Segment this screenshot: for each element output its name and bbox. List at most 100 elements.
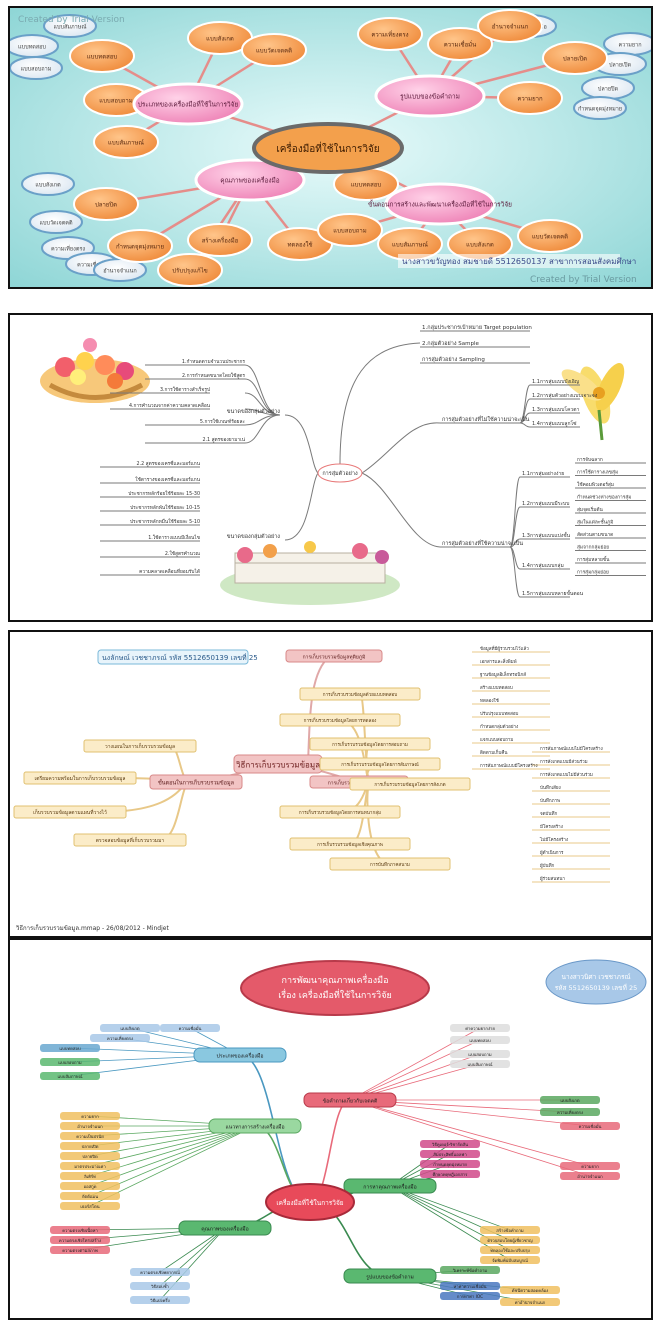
leaf-node: แบบสอบถาม xyxy=(317,213,383,247)
leaf-node: ออสกูด xyxy=(60,1182,120,1190)
hub-label: ขั้นตอนการสร้างและพัฒนาเครื่องมือที่ใช้ใ… xyxy=(368,200,512,209)
hub-node: แนวทางการสร้างเครื่องมือ xyxy=(208,1118,302,1134)
branch-label: การสุ่มตัวอย่างที่ไม่ใช้ความน่าจะเป็น xyxy=(442,415,530,423)
detail-item: ไม่มีโครงสร้าง xyxy=(539,836,568,843)
leaf-node: ความยาก xyxy=(497,81,563,115)
hub-node: คุณภาพของเครื่องมือ xyxy=(194,158,306,202)
author-label: นงลักษณ์ เวชชาภรณ์ รหัส 5512650139 เลขที… xyxy=(102,653,258,662)
method-label: การเก็บรวบรวมข้อมูลโดยการสัมภาษณ์ xyxy=(341,760,419,768)
watermark-top: Created by Trial Version xyxy=(18,15,125,25)
hub-label: ข้อคำถามเกี่ยวกับเจตคติ xyxy=(323,1098,378,1105)
leaf-label: สร้างข้อคำถาม xyxy=(496,1228,524,1233)
leaf-node: ความตรงเชิงโครงสร้าง xyxy=(50,1236,110,1244)
leaf-node: อำนาจจำแนก xyxy=(560,1172,620,1180)
leaf-label: ความเชื่อมั่น xyxy=(444,41,477,49)
leaf-label: ออสกูด xyxy=(84,1184,97,1190)
leaf-label: แบบทดสอบ xyxy=(59,1046,81,1051)
leaf-label: แบบทดสอบ xyxy=(87,54,118,61)
detail-item: การสัมภาษณ์แบบมีโครงสร้าง xyxy=(480,762,538,769)
leaf-label: แบบสอบถาม xyxy=(99,98,133,105)
step-label: วางแผนในการเก็บรวบรวมข้อมูล xyxy=(105,742,175,750)
method-label: การเก็บรวบรวมข้อมูลโดยการสังเกต xyxy=(374,780,445,788)
size-item: ประชากรหลักร้อยใช้ร้อยละ 15-30 xyxy=(128,490,200,497)
size-item: 4.การคำนวณจากค่าความคลาดเคลื่อน xyxy=(129,402,211,409)
author-line-1: นางสาวนิศา เวชชาภรณ์ xyxy=(562,973,631,981)
sampling-method: 1.4การสุ่มแบบลูกโซ่ xyxy=(532,420,577,427)
probability-method: 1.3การสุ่มแบบแบ่งชั้น xyxy=(522,530,571,539)
leaf-label: อำนาจจำแนก xyxy=(77,1124,103,1129)
garden-fence-illustration xyxy=(220,541,400,605)
satellite-label: แบบวัดเจตคติ xyxy=(39,220,73,227)
step-item: เก็บรวบรวมข้อมูลตามแผนที่วางไว้ xyxy=(13,805,127,819)
detail-item: การสัมภาษณ์แบบไม่มีโครงสร้าง xyxy=(540,745,603,752)
leaf-node: วิธีคูเดอร์-ริชาร์ดสัน xyxy=(420,1140,480,1148)
sampling-sub-item: การจับฉลาก xyxy=(577,457,603,463)
leaf-node: เธอร์สโตน xyxy=(60,1202,120,1210)
leaf-label: แบบสังเกต xyxy=(206,36,234,43)
leaf-label: แบบสัมภาษณ์ xyxy=(57,1074,82,1079)
leaf-label: ความยาก xyxy=(581,1164,599,1169)
leaf-label: แบบทดสอบ xyxy=(469,1038,491,1043)
step-label: ตรวจสอบข้อมูลที่เก็บรวบรวมมา xyxy=(96,836,165,844)
branch-label: การสุ่มตัวอย่างที่ใช้ความน่าจะเป็น xyxy=(442,539,523,547)
hub-label: การเก็บรวบรวมข้อมูลทุติยภูมิ xyxy=(303,653,366,661)
leaf-node: แบบทดสอบ xyxy=(69,39,135,73)
satellite-node: แบบสัมภาษณ์ xyxy=(43,14,97,38)
leaf-node: กัตต์แมน xyxy=(60,1192,120,1200)
center-node: การสุ่มตัวอย่าง xyxy=(317,463,363,483)
leaf-label: ความเที่ยงตรง xyxy=(371,31,408,39)
detail-item: ผู้บันทึก xyxy=(540,863,555,869)
leaf-node: ค่าอำนาจจำแนก xyxy=(500,1298,560,1306)
leaf-node: ปลายปิด xyxy=(60,1152,120,1160)
leaf-label: อำนาจจำแนก xyxy=(492,24,529,31)
left-hub: ขั้นตอนในการเก็บรวบรวมข้อมูล xyxy=(149,774,243,790)
leaf-label: จัดพิมพ์ฉบับสมบูรณ์ xyxy=(492,1258,528,1264)
leaf-label: แบบวัดเจตคติ xyxy=(256,48,292,55)
leaf-label: วิธีสอบซ้ำ xyxy=(150,1283,168,1289)
leaf-label: แบบสอบถาม xyxy=(333,228,367,235)
leaf-label: ทดลองใช้ xyxy=(287,241,312,249)
author-line: นางสาวขวัญทอง สมชายดี 5512650137 สาขาการ… xyxy=(402,257,636,266)
satellite-label: แบบทดสอบ xyxy=(18,44,46,51)
center-node: เครื่องมือที่ใช้ในการวิจัย xyxy=(252,122,404,174)
method-item: การบันทึกภาคสนาม xyxy=(329,857,451,871)
mindmap-sampling: การสุ่มตัวอย่าง1.กลุ่มประชากรเป้าหมาย Ta… xyxy=(10,315,651,620)
leaf-label: ความตรงเชิงเนื้อหา xyxy=(62,1227,98,1233)
leaf-label: แบบสอบถาม xyxy=(468,1052,492,1057)
leaf-label: สร้างเครื่องมือ xyxy=(202,237,239,245)
leaf-node: ความเชื่อมั่น xyxy=(427,27,493,61)
detail-item: การสังเกตแบบไม่มีส่วนร่วม xyxy=(540,772,593,778)
sampling-sub-item: การใช้ตารางเลขสุ่ม xyxy=(577,469,618,476)
detail-item: เอกสารและสิ่งพิมพ์ xyxy=(480,658,517,665)
method-label: การเก็บรวบรวมข้อมูลโดยการสนทนากลุ่ม xyxy=(299,808,381,816)
leaf-node: กำหนดจุดมุ่งหมาย xyxy=(107,229,173,263)
panel-data-collection: นงลักษณ์ เวชชาภรณ์ รหัส 5512650139 เลขที… xyxy=(8,630,653,938)
leaf-node: ความตรงเชิงพยากรณ์ xyxy=(130,1268,190,1276)
satellite-node: แบบสังเกต xyxy=(21,172,75,196)
satellite-label: กำหนดจุดมุ่งหมาย xyxy=(578,106,622,113)
leaf-label: แบบวัดเจตคติ xyxy=(532,234,568,241)
mindmap-data-collection: นงลักษณ์ เวชชาภรณ์ รหัส 5512650139 เลขที… xyxy=(10,632,651,936)
mindmap-instrument-quality: การพัฒนาคุณภาพเครื่องมือ เรื่อง เครื่องม… xyxy=(10,940,651,1318)
leaf-node: จัดพิมพ์ฉบับสมบูรณ์ xyxy=(480,1256,540,1264)
detail-item: ทดลองใช้ xyxy=(480,698,499,704)
leaf-node: การหาค่า IOC xyxy=(440,1292,500,1300)
leaf-label: ความยาก xyxy=(517,96,543,103)
leaf-label: ความตรงเชิงโครงสร้าง xyxy=(59,1238,101,1243)
method-item: การเก็บรวบรวมข้อมูลโดยการสอบถาม xyxy=(309,737,431,751)
hub-label: ประเภทของเครื่องมือที่ใช้ในการวิจัย xyxy=(138,100,239,109)
hub-node: รูปแบบของข้อคำถาม xyxy=(343,1268,437,1284)
hub-label: คุณภาพของเครื่องมือ xyxy=(220,176,280,185)
size-item: 2.2 สูตรของเครซี่และมอร์แกน xyxy=(137,460,201,467)
leaf-label: ปลายเปิด xyxy=(563,56,587,63)
leaf-label: กำหนดจุดมุ่งหมาย xyxy=(433,1162,467,1168)
leaf-label: ดัชนีความสอดคล้อง xyxy=(512,1288,548,1293)
hub-node: ขั้นตอนการสร้างและพัฒนาเครื่องมือที่ใช้ใ… xyxy=(368,182,512,226)
detail-item: ติดตามเก็บคืน xyxy=(480,748,508,756)
satellite-node: แบบทดสอบ xyxy=(10,34,59,58)
leaf-label: วิธีคูเดอร์-ริชาร์ดสัน xyxy=(431,1142,468,1148)
leaf-label: ปลายเปิด xyxy=(82,1144,99,1149)
hub-node: ข้อคำถามเกี่ยวกับเจตคติ xyxy=(303,1092,397,1108)
leaf-label: แบบสอบถาม xyxy=(58,1060,82,1065)
leaf-node: ความเชื่อมั่น xyxy=(160,1024,220,1032)
